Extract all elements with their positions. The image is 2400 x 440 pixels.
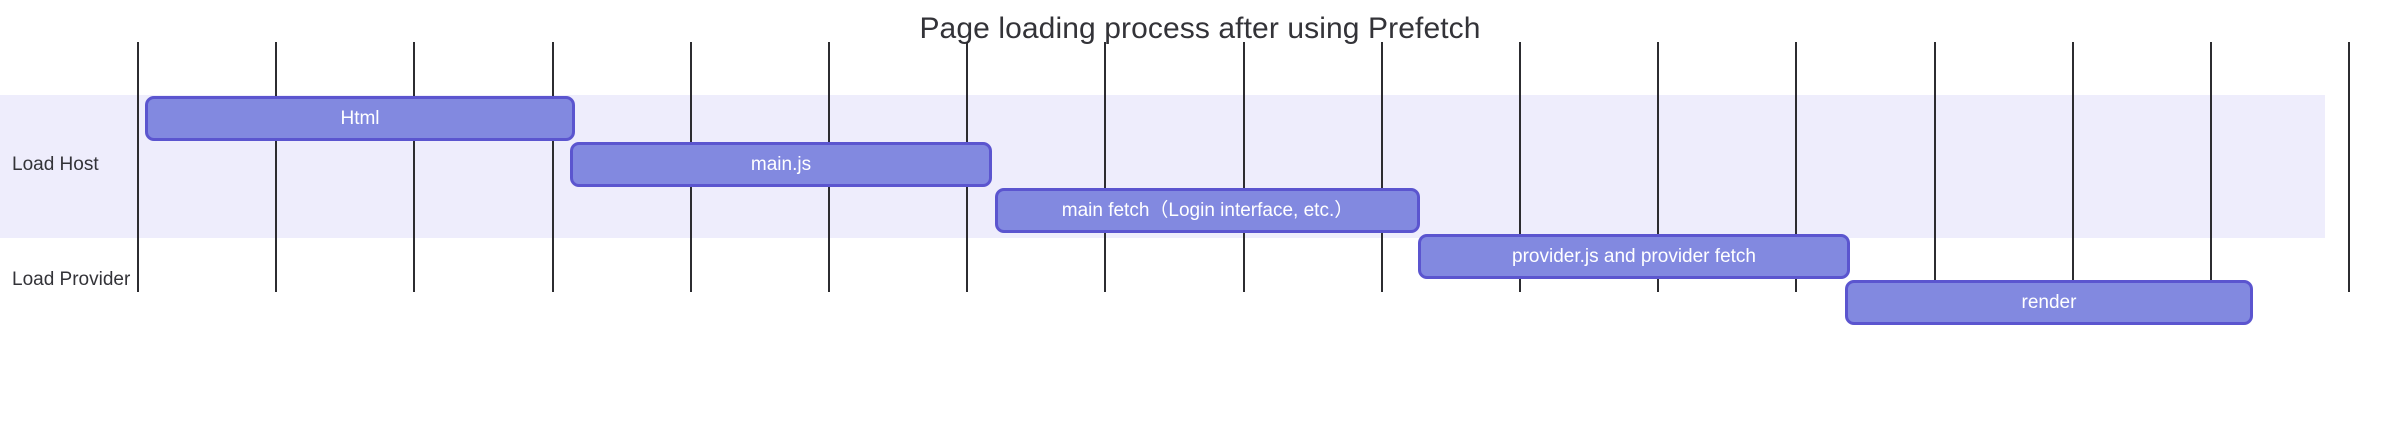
gridline <box>1519 42 1521 292</box>
task-bar-label: render <box>2021 292 2077 313</box>
task-bar-label: main fetch（Login interface, etc.） <box>1061 200 1354 221</box>
task-bar-label: provider.js and provider fetch <box>1512 246 1756 267</box>
task-bar-label: main.js <box>750 154 812 175</box>
gridline <box>2071 42 2074 292</box>
category-label-load-host: Load Host <box>12 153 99 175</box>
gridline <box>1380 42 1383 292</box>
gridline <box>2210 42 2212 292</box>
task-bar-label: Html <box>340 108 380 129</box>
gridline <box>2348 42 2351 292</box>
gridline <box>1933 42 1936 292</box>
gridline <box>137 42 139 292</box>
gridline <box>1104 42 1107 292</box>
gridline <box>1795 42 1798 292</box>
page-title: Page loading process after using Prefetc… <box>919 12 1481 45</box>
task-bar[interactable]: provider.js and provider fetch <box>1418 234 1850 279</box>
gridline <box>413 42 416 292</box>
task-bar[interactable]: main fetch（Login interface, etc.） <box>995 188 1420 233</box>
gridline <box>275 42 278 292</box>
task-bar[interactable]: Html <box>145 96 575 141</box>
gridline <box>1657 42 1660 292</box>
task-bar[interactable]: main.js <box>570 142 992 187</box>
task-bar[interactable]: render <box>1845 280 2253 325</box>
category-label-load-provider: Load Provider <box>12 268 131 290</box>
gridline <box>1242 42 1245 292</box>
gridline <box>551 42 554 292</box>
